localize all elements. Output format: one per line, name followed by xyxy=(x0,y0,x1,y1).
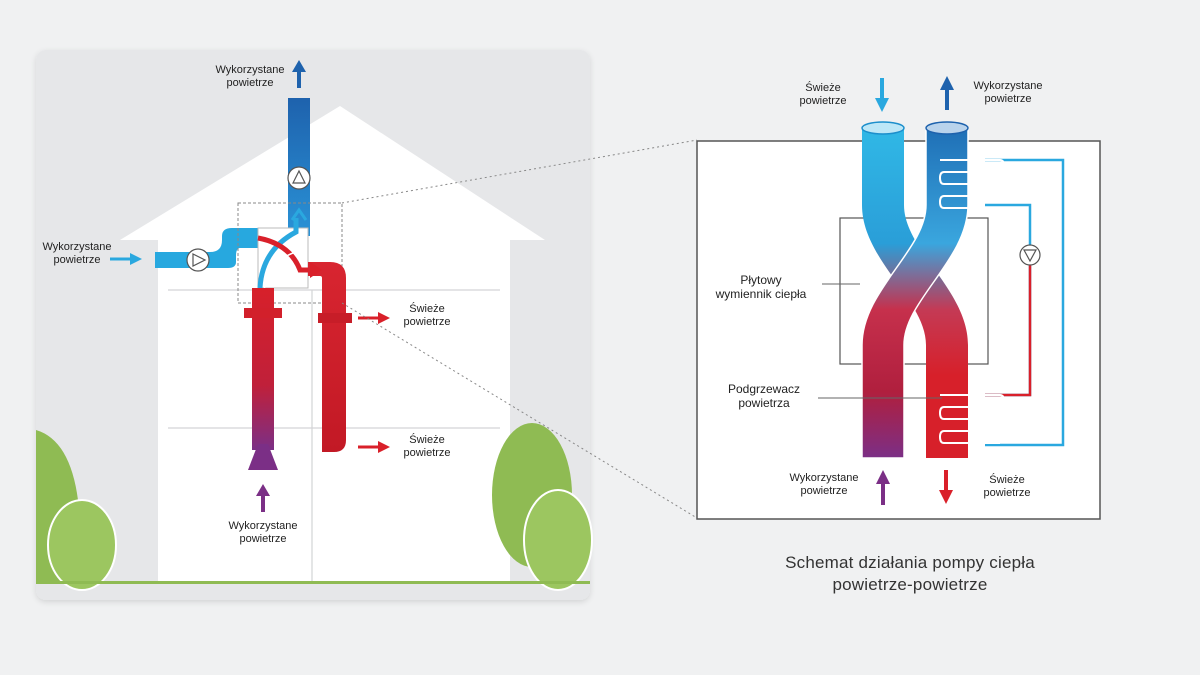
fresh-in-arrow-icon xyxy=(875,78,889,112)
label-line: powietrze xyxy=(403,447,451,459)
label-line: powietrze xyxy=(403,316,451,328)
label-line: Świeże xyxy=(409,434,445,446)
unit-red-flow xyxy=(257,235,318,273)
house-panel xyxy=(36,50,698,600)
house-fresh-lower-label: Świeże powietrze xyxy=(392,434,462,460)
zoom-line-bottom xyxy=(341,302,698,519)
tree-right xyxy=(492,423,593,591)
fresh-tube-opening xyxy=(861,121,905,135)
label-line: Wykorzystane xyxy=(215,64,285,76)
tree-left xyxy=(36,430,117,591)
label-line: powietrze xyxy=(799,95,847,107)
house-top-exhaust-label: Wykorzystane powietrze xyxy=(206,64,294,90)
detail-fresh-in-label: Świeże powietrze xyxy=(790,82,856,108)
label-line: powietrze xyxy=(983,487,1031,499)
return-duct xyxy=(252,288,274,450)
detail-exhaust-out-label: Wykorzystane powietrze xyxy=(962,80,1054,106)
intake-fan-icon xyxy=(186,248,210,272)
return-grille xyxy=(248,444,278,470)
detail-exchanger-label: Płytowy wymiennik ciepła xyxy=(700,273,822,301)
detail-panel xyxy=(696,76,1101,520)
used-air-tube xyxy=(861,127,969,459)
label-line: Płytowy xyxy=(740,273,782,287)
intake-duct xyxy=(155,228,258,268)
return-up-arrow-icon xyxy=(256,484,270,512)
evaporator-coil xyxy=(938,159,1006,209)
label-line: Świeże xyxy=(805,82,841,94)
ground-line xyxy=(36,581,590,584)
used-in-arrow-icon xyxy=(876,470,890,505)
label-line: powietrze xyxy=(226,77,274,89)
recuperator-zone xyxy=(237,202,343,304)
exhaust-out-arrow-icon xyxy=(940,76,954,110)
label-line: Świeże xyxy=(989,474,1025,486)
exhaust-up-arrow-icon xyxy=(292,60,306,88)
supply-upper-arrow-icon xyxy=(358,312,390,324)
diagram-caption: Schemat działania pompy ciepła powietrze… xyxy=(720,552,1100,596)
house-left-intake-label: Wykorzystane powietrze xyxy=(34,241,120,267)
supply-lower-arrow-icon xyxy=(358,441,390,453)
label-line: Świeże xyxy=(409,303,445,315)
label-line: Wykorzystane xyxy=(228,520,298,532)
house-fresh-upper-label: Świeże powietrze xyxy=(392,303,462,329)
used-tube-opening xyxy=(925,121,969,135)
label-line: Wykorzystane xyxy=(973,80,1043,92)
label-line: powietrza xyxy=(738,396,790,410)
label-line: powietrze xyxy=(984,93,1032,105)
zoom-line-top xyxy=(341,139,698,204)
caption-line: powietrze-powietrze xyxy=(832,575,988,594)
label-line: wymiennik ciepła xyxy=(715,287,807,301)
detail-fresh-out-label: Świeże powietrze xyxy=(974,474,1040,500)
compressor-icon xyxy=(1019,244,1041,266)
house-bottom-intake-label: Wykorzystane powietrze xyxy=(218,520,308,546)
detail-used-in-label: Wykorzystane powietrze xyxy=(778,472,870,498)
label-line: Podgrzewacz xyxy=(727,382,801,396)
caption-line: Schemat działania pompy ciepła xyxy=(785,553,1035,572)
unit-blue-flow xyxy=(257,218,299,289)
exhaust-fan-icon xyxy=(287,166,311,190)
intake-arrow-icon xyxy=(110,253,142,265)
fresh-out-arrow-icon xyxy=(939,470,953,504)
label-line: powietrze xyxy=(800,485,848,497)
label-line: powietrze xyxy=(239,533,287,545)
label-line: powietrze xyxy=(53,254,101,266)
detail-heater-label: Podgrzewacz powietrza xyxy=(710,382,818,410)
label-line: Wykorzystane xyxy=(42,241,112,253)
supply-duct xyxy=(308,262,346,452)
label-line: Wykorzystane xyxy=(789,472,859,484)
heater-coil xyxy=(938,394,1006,444)
